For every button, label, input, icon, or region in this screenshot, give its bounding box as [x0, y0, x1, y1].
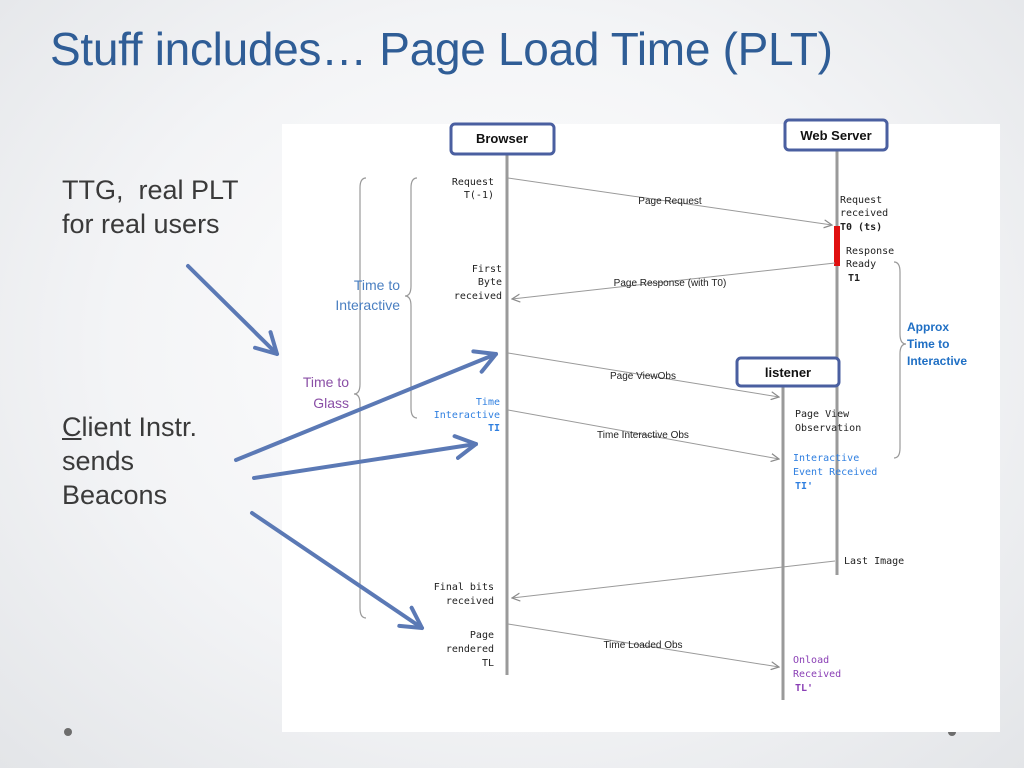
time-loaded-obs-arrow	[507, 623, 779, 667]
page-response-arrow	[512, 262, 836, 299]
time-to-interactive-bracket	[404, 177, 418, 419]
page-view-obs-label: Page ViewObs	[610, 371, 676, 382]
client-note-line1: Client Instr.	[62, 410, 197, 444]
time-interactive-obs-arrow	[507, 409, 779, 459]
listener-label: listener	[765, 365, 811, 380]
page-view-observation-line1: Page View	[795, 409, 850, 420]
onload-received-line3: TL'	[795, 683, 813, 694]
interactive-event-line2: Event Received	[793, 467, 877, 478]
request-received-line3: T0 (ts)	[840, 222, 882, 233]
beacon-arrow-page-rendered	[250, 511, 424, 630]
listener-actor: listener	[735, 356, 841, 388]
sequence-diagram-panel	[282, 124, 1000, 732]
ttg-label-line1: Time to	[303, 374, 349, 390]
page-view-obs-arrow	[507, 352, 779, 397]
tti-label-line1: Time to	[354, 277, 400, 293]
request-received-line2: received	[840, 208, 888, 219]
page-rendered-line2: rendered	[446, 644, 494, 655]
time-interactive-line1: Time	[476, 397, 500, 408]
approx-tti-bracket	[893, 261, 907, 459]
page-request-label: Page Request	[638, 196, 702, 207]
ttg-label-line2: Glass	[313, 395, 349, 411]
last-image-arrow	[512, 560, 836, 598]
request-event-line2: T(-1)	[464, 190, 494, 201]
web-server-label: Web Server	[800, 128, 871, 143]
time-to-glass-bracket	[353, 177, 367, 619]
final-bits-line1: Final bits	[434, 582, 494, 593]
tti-label-line2: Interactive	[335, 297, 400, 313]
approx-label-line1: Approx	[907, 320, 949, 334]
request-event-line1: Request	[452, 177, 494, 188]
response-ready-line1: Response	[846, 246, 894, 257]
first-byte-line3: received	[454, 291, 502, 302]
page-view-observation-line2: Observation	[795, 423, 861, 434]
page-response-label: Page Response (with T0)	[614, 278, 727, 289]
interactive-event-line3: TI'	[795, 481, 813, 492]
server-processing-bar	[834, 226, 840, 266]
last-image-label: Last Image	[844, 556, 904, 567]
page-rendered-line3: TL	[482, 658, 494, 669]
interactive-event-line1: Interactive	[793, 453, 859, 464]
first-byte-line1: First	[472, 264, 502, 275]
time-loaded-obs-label: Time Loaded Obs	[603, 640, 682, 651]
approx-label-line3: Interactive	[907, 354, 967, 368]
final-bits-line2: received	[446, 596, 494, 607]
browser-label: Browser	[476, 131, 528, 146]
ttg-callout-arrow	[186, 264, 279, 356]
client-note-initial: C	[62, 412, 82, 442]
beacon-arrow-page-view	[234, 349, 498, 462]
time-interactive-obs-label: Time Interactive Obs	[597, 430, 689, 441]
ttg-note-line1: TTG, real PLT	[62, 175, 239, 205]
response-ready-line2: Ready	[846, 259, 876, 270]
client-note-line2: sends	[62, 446, 135, 476]
time-interactive-line3: TI	[488, 423, 500, 434]
first-byte-line2: Byte	[478, 277, 502, 288]
onload-received-line1: Onload	[793, 655, 829, 666]
onload-received-line2: Received	[793, 669, 841, 680]
beacon-arrow-time-interactive	[252, 434, 478, 480]
web-server-actor: Web Server	[783, 118, 889, 152]
client-note-line3: Beacons	[62, 480, 168, 510]
slide-corner-dot-left	[64, 728, 72, 736]
approx-label-line2: Time to	[907, 337, 949, 351]
page-request-arrow	[507, 177, 832, 225]
time-interactive-line2: Interactive	[434, 410, 500, 421]
client-note-rest: lient Instr.	[81, 412, 198, 442]
ttg-note-line2: for real users	[62, 209, 220, 239]
ttg-note: TTG, real PLT for real users	[62, 173, 239, 241]
response-ready-line3: T1	[848, 273, 860, 284]
page-title: Stuff includes… Page Load Time (PLT)	[50, 23, 833, 75]
client-note: Client Instr. sends Beacons	[62, 410, 197, 512]
page-rendered-line1: Page	[470, 630, 494, 641]
request-received-line1: Request	[840, 195, 882, 206]
slide-corner-dot-right	[948, 728, 956, 736]
browser-actor: Browser	[449, 122, 556, 156]
